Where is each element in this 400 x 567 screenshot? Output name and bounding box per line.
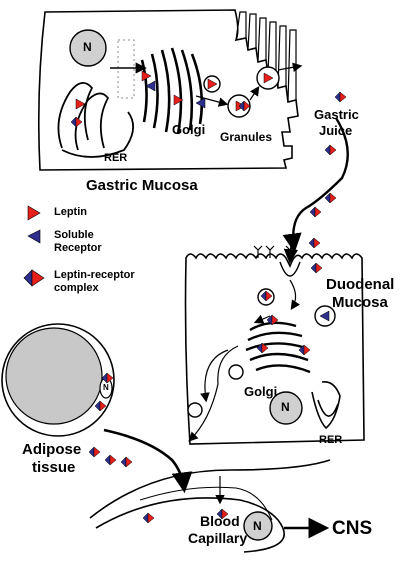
granules-label: Granules <box>220 130 273 144</box>
capillary-nucleus-label: N <box>253 519 262 533</box>
gastric-nucleus-label: N <box>83 40 92 54</box>
juice-to-duodenum-arrow <box>282 117 349 253</box>
golgi-duodenal-label: Golgi <box>244 384 278 399</box>
gastric-mucosa-label: Gastric Mucosa <box>86 177 198 194</box>
duodenal-endocytic-pit <box>279 261 301 277</box>
receptor-marker <box>319 310 330 322</box>
duodenal-rer <box>311 380 341 430</box>
duodenal-arrow-golgi-out-2 <box>200 349 229 403</box>
surface-receptors <box>253 245 295 258</box>
molecule-markers <box>70 70 347 524</box>
leptin-receptor-complex-marker <box>94 400 107 412</box>
gastric-arrow-granule-granule <box>249 86 260 101</box>
leptin-receptor-complex-marker <box>334 91 347 103</box>
leptin-receptor-complex-marker <box>308 237 321 249</box>
leptin-marker <box>141 70 152 82</box>
gastric-apical-villi <box>235 11 297 103</box>
leptin-receptor-complex-marker <box>104 454 117 466</box>
gastric-nucleus <box>69 29 107 67</box>
legend-receptor-label-1: Soluble <box>54 229 94 241</box>
legend-receptor-label-2: Receptor <box>54 242 102 254</box>
duodenal-nucleus-label: N <box>281 400 290 414</box>
legend-leptin-symbol <box>27 205 41 221</box>
duodenal-nucleus <box>269 391 303 425</box>
capillary-endothelial-nucleus <box>243 511 273 541</box>
leptin-marker <box>263 72 274 84</box>
leptin-receptor-complex-marker <box>101 372 114 384</box>
leptin-receptor-complex-marker <box>120 456 133 468</box>
legend-complex-label-1: Leptin-receptor <box>54 269 135 281</box>
leptin-receptor-complex-marker <box>298 344 311 356</box>
duodenal-rer-label: RER <box>319 434 343 446</box>
leptin-receptor-complex-marker <box>324 144 337 156</box>
adipose-to-capillary-arrow <box>103 428 193 494</box>
leptin-receptor-complex-marker <box>88 446 101 458</box>
capillary-inner <box>139 486 273 521</box>
gastric-rer-label: RER <box>104 152 128 164</box>
gastric-juice-label-2: Juice <box>319 123 353 138</box>
duodenal-vesicle <box>187 402 203 418</box>
adipocyte-lipid-droplet <box>5 327 103 425</box>
receptor-marker <box>145 80 156 92</box>
leptin-receptor-complex-marker <box>70 116 83 128</box>
duodenal-mucosa-label-2: Mucosa <box>332 294 388 311</box>
duodenal-mucosa-label-1: Duodenal <box>326 276 395 293</box>
gastric-golgi <box>140 47 204 135</box>
legend-complex-symbol <box>23 269 45 287</box>
gastric-juice-label-1: Gastric <box>314 107 359 122</box>
duodenal-arrow-to-golgi <box>253 314 271 324</box>
leptin-receptor-complex-marker <box>238 100 251 112</box>
cns-label: CNS <box>332 518 373 539</box>
leptin-marker <box>173 94 184 106</box>
capillary-wall <box>89 459 331 553</box>
legend-leptin-label: Leptin <box>54 206 87 218</box>
legend-complex-label-2: complex <box>54 282 99 294</box>
leptin-receptor-complex-marker <box>216 508 229 520</box>
duodenal-arrow-inflow <box>283 235 299 264</box>
duodenal-arrow-down <box>289 279 300 310</box>
gastric-vesicle-zone <box>117 39 135 99</box>
gastric-arrow-golgi-granule <box>195 95 229 107</box>
leptin-receptor-complex-marker <box>142 512 155 524</box>
leptin-marker <box>207 78 218 90</box>
gastric-arrow-exocytosis <box>277 62 303 73</box>
leptin-receptor-complex-marker <box>256 342 269 354</box>
leptin-receptor-complex-marker <box>309 206 322 218</box>
blood-capillary-label-1: Blood <box>200 513 240 529</box>
legend-receptor-symbol <box>27 229 41 244</box>
leptin-receptor-complex-marker <box>310 262 323 274</box>
leptin-marker <box>75 98 86 110</box>
adipose-tissue-label-1: Adipose <box>22 441 82 458</box>
leptin-receptor-complex-marker <box>324 192 337 204</box>
blood-capillary-label-2: Capillary <box>188 530 248 546</box>
leptin-receptor-complex-marker <box>260 290 273 302</box>
adipose-tissue-label-2: tissue <box>32 459 76 476</box>
leptin-receptor-complex-marker <box>266 314 279 326</box>
receptor-marker <box>195 97 206 109</box>
golgi-gastric-label: Golgi <box>172 122 206 137</box>
duodenal-arrow-golgi-out <box>188 345 239 442</box>
duodenal-vesicle <box>228 364 244 380</box>
adipose-nucleus-label: N <box>103 383 109 392</box>
duodenal-cell-membrane <box>184 253 365 445</box>
